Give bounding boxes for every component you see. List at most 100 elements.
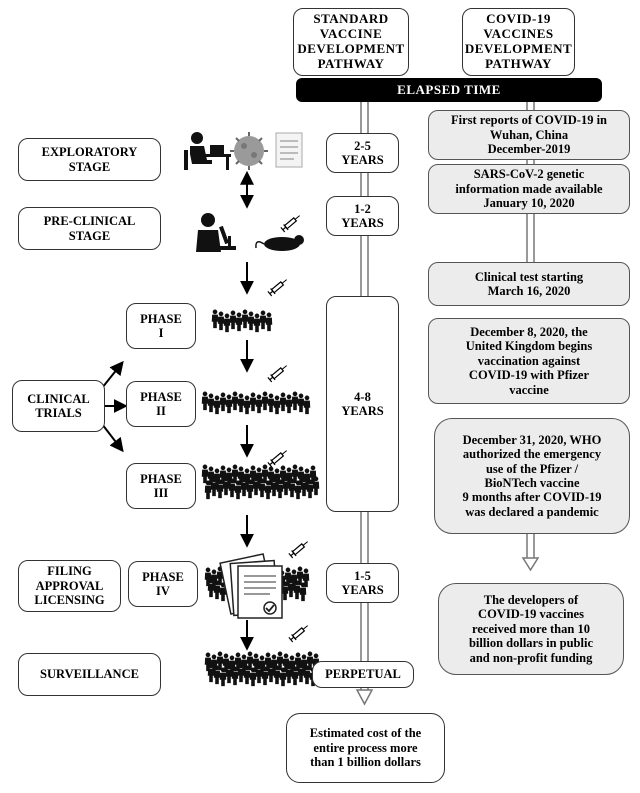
person-figure — [240, 477, 248, 497]
person-figure — [247, 311, 255, 331]
person-figure — [255, 664, 263, 684]
person-figure — [287, 578, 295, 598]
person-figure — [279, 667, 287, 687]
person-figure — [270, 477, 278, 497]
person-figure — [285, 664, 293, 684]
person-figure — [204, 567, 212, 587]
duration-4-8-years: 4-8 YEARS — [326, 296, 399, 512]
person-figure — [207, 663, 215, 683]
duration-1-2-years: 1-2 YEARS — [326, 196, 399, 236]
person-figure — [267, 393, 275, 413]
person-figure — [228, 478, 236, 498]
covid-event-clinical-test: Clinical test starting March 16, 2020 — [428, 262, 630, 306]
phase-1-box: PHASE I — [126, 303, 196, 349]
covid-event-who-authorization: December 31, 2020, WHO authorized the em… — [434, 418, 630, 534]
person-figure — [222, 476, 230, 496]
standard-pathway-header: STANDARD VACCINE DEVELOPMENT PATHWAY — [293, 8, 409, 76]
person-figure — [243, 665, 251, 685]
person-figure — [225, 394, 233, 414]
covid-timeline — [521, 102, 540, 572]
covid-event-first-reports: First reports of COVID-19 in Wuhan, Chin… — [428, 110, 630, 160]
person-figure — [234, 480, 242, 500]
crowd-group — [211, 309, 273, 333]
person-figure — [264, 480, 272, 500]
person-figure — [231, 666, 239, 686]
papers-checkmark-icon — [219, 553, 283, 619]
duration-1-5-years: 1-5 YEARS — [326, 563, 399, 603]
person-figure — [207, 393, 215, 413]
person-figure — [261, 666, 269, 686]
person-figure — [249, 392, 257, 412]
filing-approval-licensing-box: FILING APPROVAL LICENSING — [18, 560, 121, 612]
virus-icon — [230, 132, 268, 170]
person-figure — [225, 664, 233, 684]
covid-event-uk-vaccination: December 8, 2020, the United Kingdom beg… — [428, 318, 630, 404]
person-figure — [273, 665, 281, 685]
mouse-icon — [255, 235, 304, 251]
flow-arrows — [101, 170, 254, 651]
person-figure — [235, 312, 243, 332]
person-figure — [291, 666, 299, 686]
duration-2-5-years: 2-5 YEARS — [326, 133, 399, 173]
document-icon — [275, 132, 303, 168]
person-figure — [219, 392, 227, 412]
scientist-microscope-icon — [196, 213, 236, 252]
researcher-at-desk-icon — [184, 132, 231, 170]
person-figure — [249, 667, 257, 687]
person-figure — [288, 478, 296, 498]
person-figure — [267, 663, 275, 683]
clinical-trials-box: CLINICAL TRIALS — [12, 380, 105, 432]
person-figure — [297, 663, 305, 683]
person-figure — [216, 479, 224, 499]
person-figure — [211, 309, 219, 329]
person-figure — [279, 392, 287, 412]
surveillance-box: SURVEILLANCE — [18, 653, 161, 696]
person-figure — [201, 464, 209, 484]
person-figure — [276, 479, 284, 499]
person-figure — [303, 395, 311, 415]
elapsed-time-bar: ELAPSED TIME — [296, 78, 602, 102]
phase-4-box: PHASE IV — [128, 561, 198, 607]
person-figure — [293, 580, 301, 600]
person-figure — [210, 477, 218, 497]
person-figure — [294, 480, 302, 500]
person-figure — [243, 395, 251, 415]
person-figure — [213, 395, 221, 415]
phase-2-box: PHASE II — [126, 381, 196, 427]
crowd-group — [204, 651, 320, 687]
person-figure — [204, 480, 212, 500]
covid-event-funding: The developers of COVID-19 vaccines rece… — [438, 583, 624, 675]
person-figure — [237, 393, 245, 413]
person-figure — [258, 478, 266, 498]
crowd-group — [278, 566, 310, 602]
covid-event-genetic-info: SARS-CoV-2 genetic information made avai… — [428, 164, 630, 214]
person-figure — [273, 395, 281, 415]
person-figure — [229, 310, 237, 330]
person-figure — [223, 313, 231, 333]
estimated-cost-box: Estimated cost of the entire process mor… — [286, 713, 445, 783]
person-figure — [259, 310, 267, 330]
person-figure — [297, 393, 305, 413]
covid-pathway-header: COVID-19 VACCINES DEVELOPMENT PATHWAY — [462, 8, 575, 76]
person-figure — [253, 313, 261, 333]
person-figure — [261, 391, 269, 411]
person-figure — [204, 652, 212, 672]
duration-perpetual: PERPETUAL — [312, 661, 414, 688]
person-figure — [306, 479, 314, 499]
person-figure — [217, 311, 225, 331]
exploratory-stage-box: EXPLORATORY STAGE — [18, 138, 161, 181]
crowd-icon — [201, 309, 320, 687]
person-figure — [255, 394, 263, 414]
person-figure — [252, 476, 260, 496]
person-figure — [241, 309, 249, 329]
person-figure — [265, 312, 273, 332]
person-figure — [246, 479, 254, 499]
person-figure — [300, 477, 308, 497]
person-figure — [237, 663, 245, 683]
person-figure — [219, 667, 227, 687]
phase-3-box: PHASE III — [126, 463, 196, 509]
person-figure — [213, 580, 221, 600]
person-figure — [207, 578, 215, 598]
